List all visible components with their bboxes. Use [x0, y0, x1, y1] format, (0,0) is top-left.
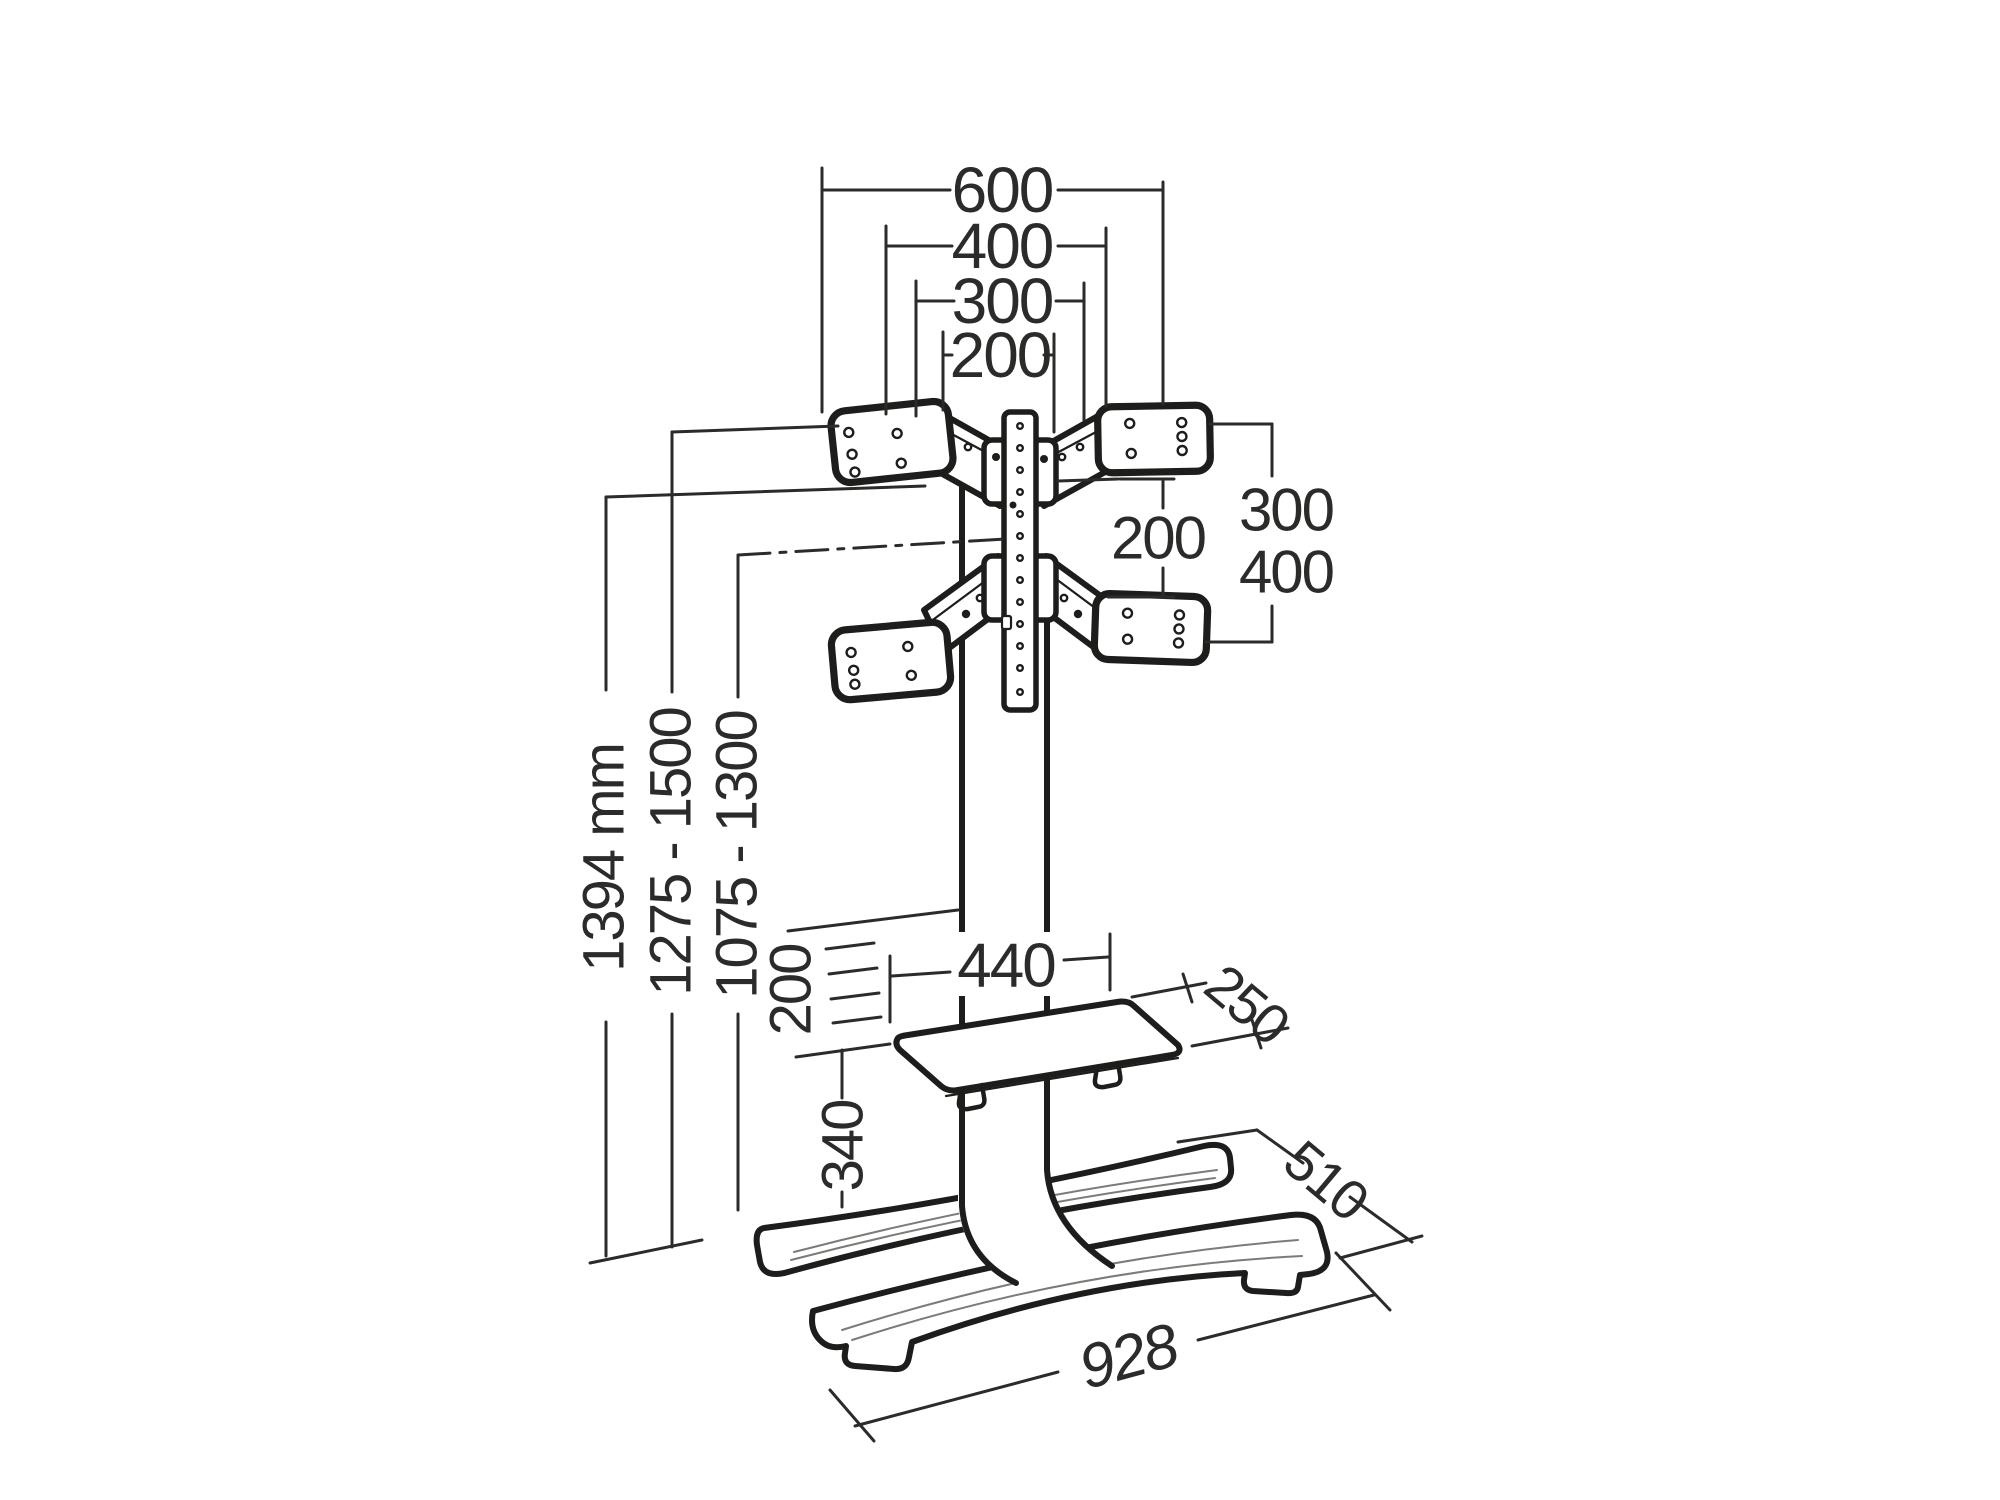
dim-label-top-600: 600: [952, 154, 1053, 226]
dim-label-top-400: 400: [952, 210, 1053, 282]
dim-left-heights: 1394 mm 1275 - 1500 1075 - 1300: [572, 424, 1120, 1265]
dim-top-widths: 600 400 300 200: [820, 154, 1165, 434]
dim-label-base-width-928: 928: [1072, 1310, 1186, 1403]
column-foot-right-edge: [1044, 1061, 1115, 1269]
dim-label-height-range-upper: 1275 - 1500: [639, 708, 704, 996]
shelf-clip-right: [1092, 1060, 1123, 1090]
front-foot: [809, 1211, 1331, 1373]
shelf: [893, 998, 1183, 1112]
shelf-top: [893, 998, 1183, 1094]
dim-label-shelf-depth-250: 250: [1193, 952, 1300, 1056]
column-foot-left-edge: [959, 1075, 1019, 1286]
shelf-clip-left: [956, 1082, 987, 1112]
dim-label-right-300: 300: [1239, 477, 1334, 544]
plate-lower-right: [1090, 589, 1212, 667]
dimension-annotations: 600 400 300 200 200 300 400 1394 mm 1275…: [572, 154, 1424, 1443]
plate-lower-left: [827, 618, 955, 704]
dim-label-shelf-width-440: 440: [957, 932, 1055, 1001]
dim-label-shelf-to-base-340: 340: [811, 1101, 876, 1192]
dim-right-heights: 200 300 400: [1106, 422, 1336, 644]
dim-label-shelf-adjust-200: 200: [759, 945, 824, 1036]
dim-label-height-range-center: 1075 - 1300: [705, 711, 770, 999]
vesa-bracket: [827, 397, 1214, 713]
plate-upper-left: [827, 397, 957, 487]
rail-holes: [1016, 422, 1025, 697]
dim-label-right-400: 400: [1239, 539, 1334, 606]
plate-upper-right: [1094, 401, 1214, 477]
dim-label-right-200: 200: [1111, 505, 1206, 572]
dim-label-height-total: 1394 mm: [572, 744, 637, 972]
dim-label-top-300: 300: [952, 265, 1053, 337]
dim-label-top-200: 200: [950, 319, 1051, 391]
